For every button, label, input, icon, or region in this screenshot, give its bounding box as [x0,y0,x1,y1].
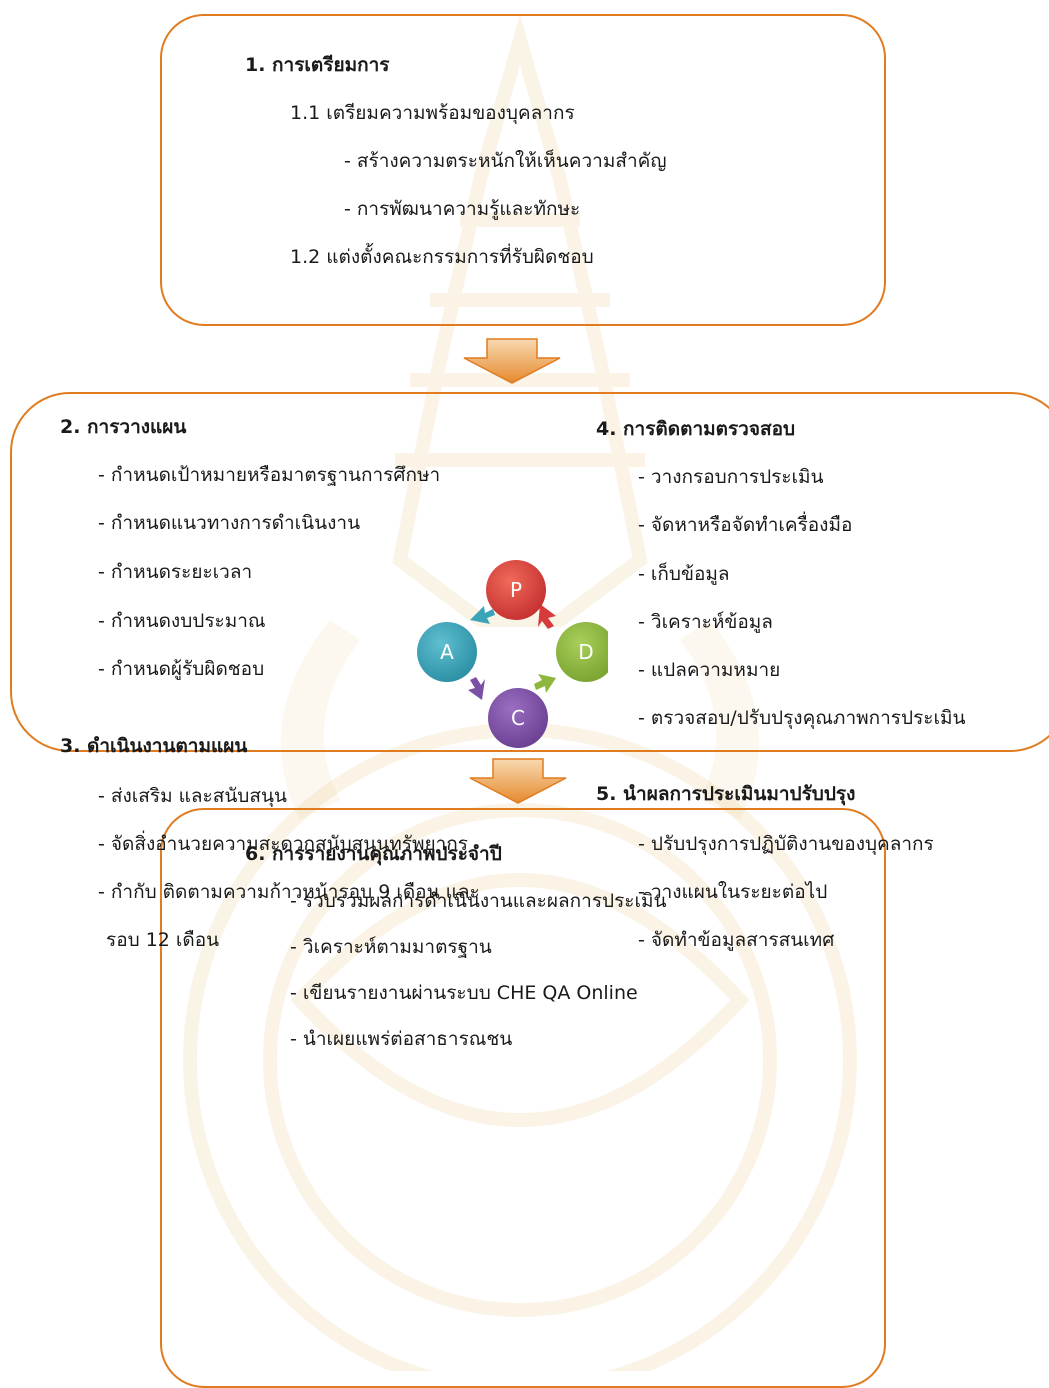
step1-item: - สร้างความตระหนักให้เห็นความสำคัญ [344,150,667,172]
cycle-arrow-icon [534,674,556,693]
step1-item: - การพัฒนาความรู้และทักษะ [344,198,581,220]
step3-title: 3. ดำเนินงานตามแผน [60,735,248,757]
step2-title: 2. การวางแผน [60,416,187,438]
circle-c: C [488,688,548,748]
step1-box [160,14,886,326]
step6-item: - วิเคราะห์ตามมาตรฐาน [290,936,492,958]
step6-item: - เขียนรายงานผ่านระบบ CHE QA Online [290,982,638,1004]
step1-title: 1. การเตรียมการ [245,54,390,76]
circle-p: P [486,560,546,620]
step3-item: รอบ 12 เดือน [106,929,220,951]
step3-item: - จัดสิ่งอำนวยความสะดวกสนับสนุนทรัพยากร [98,833,468,855]
step1-item: 1.2 แต่งตั้งคณะกรรมการที่รับผิดชอบ [290,246,594,268]
step4-item: - วางกรอบการประเมิน [638,466,824,488]
down-arrow-icon [469,758,567,804]
cycle-arrow-icon [468,677,485,700]
step5-item: - ปรับปรุงการปฏิบัติงานของบุคลากร [638,833,934,855]
circle-a: A [417,622,477,682]
cycle-arrow-icon [470,606,495,624]
step4-item: - วิเคราะห์ข้อมูล [638,611,773,633]
step1-item: 1.1 เตรียมความพร้อมของบุคลากร [290,102,575,124]
cycle-arrow-icon [538,604,556,629]
step5-title: 5. นำผลการประเมินมาปรับปรุง [596,783,856,805]
step3-item: - ส่งเสริม และสนับสนุน [98,785,287,807]
svg-text:C: C [511,706,525,730]
step4-item: - เก็บข้อมูล [638,563,730,585]
step3-item: - กำกับ ติดตามความก้าวหน้ารอบ 9 เดือน แล… [98,881,480,903]
step4-title: 4. การติดตามตรวจสอบ [596,418,796,440]
step2-item: - กำหนดผู้รับผิดชอบ [98,658,265,680]
step4-item: - แปลความหมาย [638,659,781,681]
step2-item: - กำหนดระยะเวลา [98,561,253,583]
svg-text:D: D [578,640,593,664]
step6-title: 6. การรายงานคุณภาพประจำปี [245,843,502,865]
step5-item: - วางแผนในระยะต่อไป [638,881,828,903]
step4-item: - ตรวจสอบ/ปรับปรุงคุณภาพการประเมิน [638,707,966,729]
down-arrow-icon [463,338,561,384]
step2-item: - กำหนดเป้าหมายหรือมาตรฐานการศึกษา [98,464,441,486]
step2-item: - กำหนดแนวทางการดำเนินงาน [98,512,361,534]
circle-d: D [556,622,608,682]
step2-5-box [10,392,1049,752]
pdca-cycle: P D C A [417,560,608,748]
svg-text:P: P [510,578,522,602]
svg-text:A: A [440,640,454,664]
step6-item: - นำเผยแพร่ต่อสาธารณชน [290,1028,513,1050]
step6-item: - รวบรวมผลการดำเนินงานและผลการประเมิน [290,890,667,912]
step5-item: - จัดทำข้อมูลสารสนเทศ [638,929,835,951]
step4-item: - จัดหาหรือจัดทำเครื่องมือ [638,514,853,536]
step2-item: - กำหนดงบประมาณ [98,610,266,632]
